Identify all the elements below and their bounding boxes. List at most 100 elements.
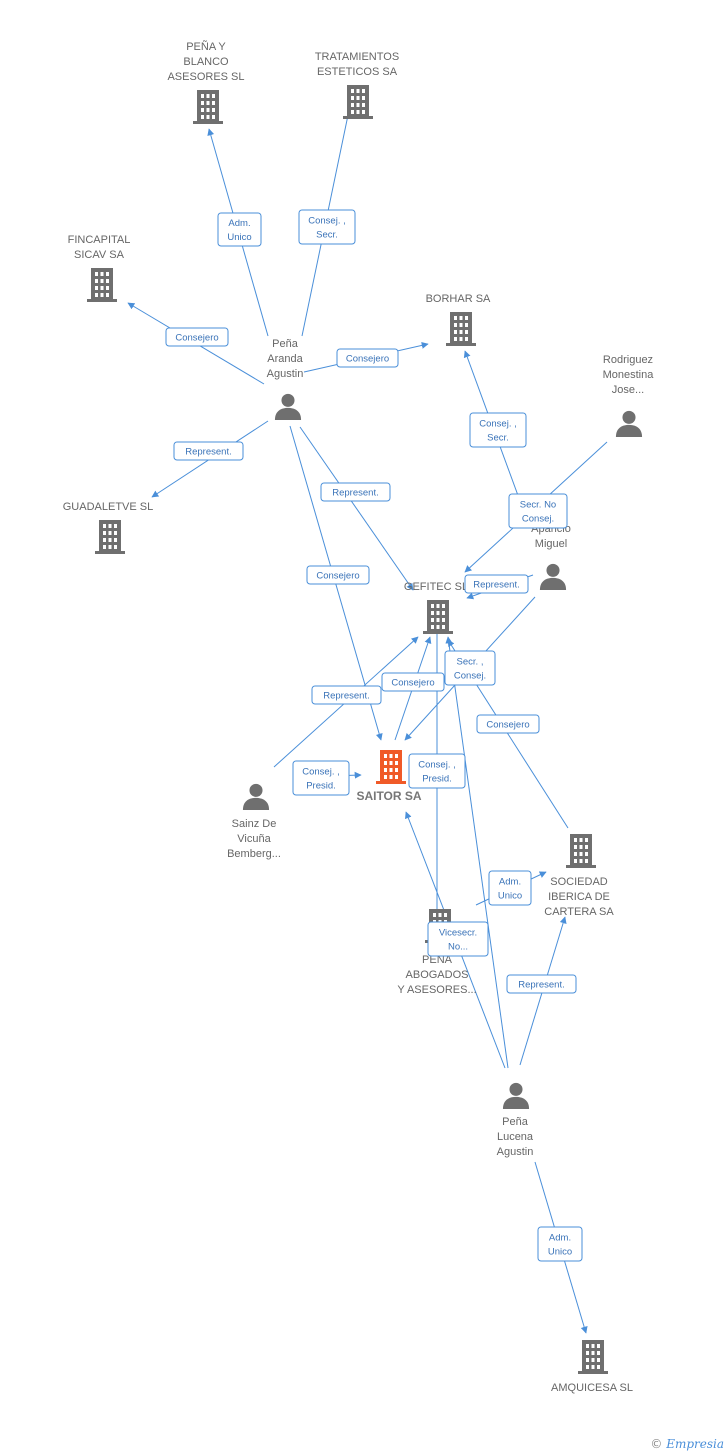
- building-icon: [376, 750, 406, 784]
- node-gefitec[interactable]: GEFITEC SL: [404, 581, 468, 634]
- edge-label-pena_abogados-to-sociedad_iberica[interactable]: Adm.Unico: [488, 870, 532, 906]
- building-icon: [578, 1340, 608, 1374]
- edge-label-saitor-to-gefitec[interactable]: Consej. , Presid.: [408, 753, 466, 789]
- empresia-logo-text: Empresia: [666, 1437, 724, 1451]
- edge-label-pena_aranda-to-pena_blanco[interactable]: Adm. Unico: [217, 212, 262, 247]
- edge-pena_aranda-to-gefitec: [299, 426, 414, 591]
- node-label: CARTERA SA: [544, 906, 614, 918]
- edge-label-text: Consejero: [175, 333, 218, 344]
- edge-label-pena_abogados-to-gefitec[interactable]: Vicesecr. No...: [427, 921, 489, 957]
- node-label: ABOGADOS: [406, 969, 469, 981]
- edge-label-pena_aranda-to-saitor[interactable]: Consejero: [306, 565, 370, 585]
- edge-label-aparicio-to-borhar[interactable]: Consej. ,Secr.: [469, 412, 527, 448]
- node-label: Sainz De: [232, 818, 277, 830]
- node-label: BLANCO: [183, 56, 229, 68]
- edge-label-text: Consej. ,: [418, 760, 456, 771]
- copyright-icon: ©: [650, 1437, 663, 1451]
- edge-label-text: Consejero: [316, 571, 359, 582]
- edge-label-text: Unico: [227, 232, 251, 243]
- edge-label-text: Consejero: [391, 678, 434, 689]
- building-icon: [193, 90, 223, 124]
- node-rodriguez[interactable]: RodriguezMonestinaJose...: [603, 354, 655, 437]
- node-fincapital[interactable]: FINCAPITAL SICAV SA: [68, 234, 131, 302]
- node-label: Peña: [502, 1116, 529, 1128]
- edge-label-text: Adm.: [228, 218, 250, 229]
- edge-label-pena_lucena-to-gefitec[interactable]: Secr. ,Consej.: [444, 650, 496, 686]
- edge-label-sainz-to-saitor[interactable]: Consej. ,Presid.: [292, 760, 350, 796]
- node-label: Lucena: [497, 1131, 534, 1143]
- edge-label-pena_aranda-to-guadaletve[interactable]: Represent.: [173, 441, 244, 461]
- node-label: Peña: [272, 338, 299, 350]
- node-sociedad_iberica[interactable]: SOCIEDAD IBERICA DE CARTERA SA: [544, 834, 614, 918]
- edge-label-text: Presid.: [422, 774, 452, 785]
- node-label: Vicuña: [237, 833, 271, 845]
- edge-label-text: Represent.: [518, 980, 564, 991]
- edge-label-pena_lucena-to-amquicesa[interactable]: Adm. Unico: [537, 1226, 583, 1262]
- node-label: IBERICA DE: [548, 891, 610, 903]
- edge-label-text: Consejero: [486, 720, 529, 731]
- node-label: PEÑA Y: [186, 40, 226, 53]
- person-icon: [539, 563, 567, 590]
- edge-label-pena_aranda-to-tratamientos[interactable]: Consej. , Secr.: [298, 209, 356, 245]
- node-label: Jose...: [612, 384, 644, 396]
- node-label: Monestina: [603, 369, 655, 381]
- edge-label-pena_aranda-to-borhar[interactable]: Consejero: [336, 348, 399, 368]
- node-label: Aranda: [267, 353, 303, 365]
- edge-label-text: Consej. ,: [308, 216, 346, 227]
- edge-label-text: No...: [448, 942, 468, 953]
- edge-label-text: Unico: [548, 1247, 572, 1258]
- edge-label-text: Presid.: [306, 781, 336, 792]
- person-icon: [274, 393, 302, 420]
- node-label: SICAV SA: [74, 249, 125, 261]
- node-label: GEFITEC SL: [404, 581, 468, 593]
- node-amquicesa[interactable]: AMQUICESA SL: [551, 1340, 633, 1394]
- node-label: TRATAMIENTOS: [315, 51, 399, 63]
- person-icon: [615, 410, 643, 437]
- edge-label-text: Vicesecr.: [439, 928, 477, 939]
- building-icon: [87, 268, 117, 302]
- node-label: AMQUICESA SL: [551, 1382, 633, 1394]
- node-label: Rodriguez: [603, 354, 653, 366]
- building-icon: [423, 600, 453, 634]
- edge-label-text: Secr.: [316, 230, 338, 241]
- edge-label-text: Adm.: [549, 1233, 571, 1244]
- edge-pena_lucena-to-gefitec: [445, 636, 509, 1069]
- edge-label-aparicio-to-saitor[interactable]: Consejero: [381, 672, 445, 692]
- node-label: GUADALETVE SL: [63, 501, 153, 513]
- edge-label-text: Represent.: [332, 488, 378, 499]
- node-guadaletve[interactable]: GUADALETVE SL: [63, 501, 153, 554]
- building-icon: [566, 834, 596, 868]
- edge-label-pena_aranda-to-fincapital[interactable]: Consejero: [165, 327, 229, 347]
- edge-label-text: Represent.: [185, 447, 231, 458]
- node-label: FINCAPITAL: [68, 234, 131, 246]
- nodes-layer: PEÑA Y BLANCO ASESORES SL TRATAMIENTOSESTET…: [63, 40, 654, 1394]
- node-pena_blanco[interactable]: PEÑA Y BLANCO ASESORES SL: [167, 40, 245, 124]
- node-saitor[interactable]: SAITOR SA: [356, 750, 422, 803]
- node-label: Agustin: [267, 368, 304, 380]
- edge-label-text: Adm.: [499, 877, 521, 888]
- node-label: ASESORES SL: [167, 71, 244, 83]
- edge-label-text: Consejero: [346, 354, 389, 365]
- edge-label-pena_aranda-to-gefitec[interactable]: Represent.: [320, 482, 391, 502]
- empresia-watermark: © Empresia: [650, 1437, 724, 1451]
- edge-label-sociedad_iberica-to-gefitec[interactable]: Consejero: [476, 714, 540, 734]
- edge-label-aparicio-to-gefitec[interactable]: Represent.: [464, 574, 529, 594]
- edge-label-pena_lucena-to-sociedad_iberica[interactable]: Represent.: [506, 974, 577, 994]
- edge-label-text: Consej.: [454, 671, 486, 682]
- edge-label-text: Secr.: [487, 433, 509, 444]
- node-borhar[interactable]: BORHAR SA: [426, 293, 491, 346]
- node-label: Bemberg...: [227, 848, 281, 860]
- edge-label-text: Represent.: [323, 691, 369, 702]
- node-label: SOCIEDAD: [550, 876, 608, 888]
- node-label: BORHAR SA: [426, 293, 491, 305]
- node-sainz[interactable]: Sainz De VicuñaBemberg...: [227, 783, 281, 860]
- building-icon: [446, 312, 476, 346]
- building-icon: [343, 85, 373, 119]
- edge-label-sainz-to-gefitec[interactable]: Represent.: [311, 685, 382, 705]
